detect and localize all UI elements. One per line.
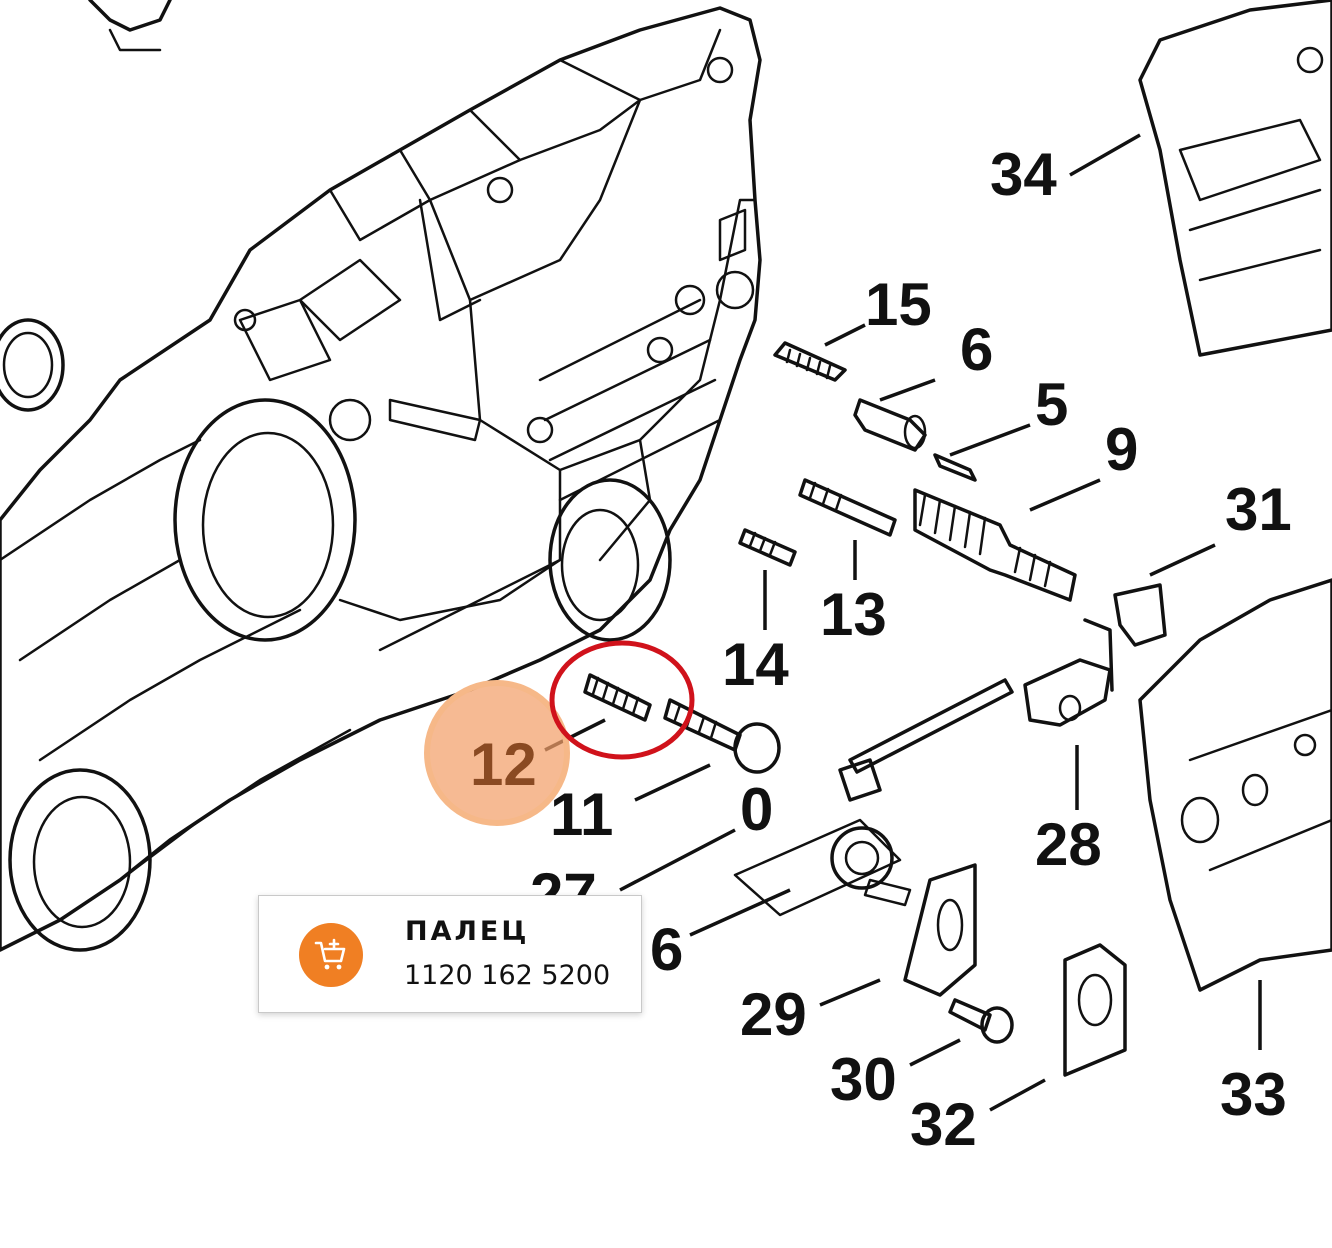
part-11-screw: [663, 698, 781, 774]
part-number: 1120 162 5200: [404, 960, 611, 991]
label-28[interactable]: 28: [1035, 811, 1102, 878]
part-31-clip: [1113, 583, 1167, 647]
guide-plate-34: [1138, 0, 1332, 357]
guide-plate-33: [1138, 578, 1332, 992]
label-29[interactable]: 29: [740, 981, 807, 1048]
label-30[interactable]: 30: [830, 1046, 897, 1113]
part-32-block: [1063, 943, 1127, 1077]
part-28-plate: [1023, 618, 1114, 727]
cart-plus-icon: [314, 938, 346, 970]
label-15[interactable]: 15: [865, 271, 932, 338]
selection-ring: [549, 640, 695, 760]
label-31[interactable]: 31: [1225, 476, 1292, 543]
part-9-tensioner: [913, 488, 1077, 602]
label-14[interactable]: 14: [722, 631, 789, 698]
label-13[interactable]: 13: [820, 581, 887, 648]
part-gear: [830, 826, 912, 907]
label-33[interactable]: 33: [1220, 1061, 1287, 1128]
label-6[interactable]: 6: [960, 316, 993, 383]
label-12[interactable]: 12: [470, 731, 537, 798]
part-name: ПАЛЕЦ: [405, 916, 530, 947]
part-30-screw: [948, 998, 1014, 1044]
label-32[interactable]: 32: [910, 1091, 977, 1158]
part-29-bracket: [903, 863, 977, 997]
part-14-stud: [738, 528, 797, 567]
add-to-cart-button[interactable]: [299, 923, 363, 987]
label-9[interactable]: 9: [1105, 416, 1138, 483]
part-12-pin: [583, 673, 652, 722]
part-13-stud: [798, 478, 897, 537]
label-6-lower[interactable]: 6: [650, 916, 683, 983]
o-ring-left: [0, 318, 65, 412]
label-5[interactable]: 5: [1035, 371, 1068, 438]
label-11[interactable]: 11: [550, 781, 613, 848]
part-info-popup: ПАЛЕЦ 1120 162 5200: [258, 895, 642, 1013]
part-5-pin: [933, 453, 977, 482]
part-6-sleeve: [853, 398, 927, 452]
part-labels: 34 15 6 5 9 31 13 14 11 0 27 6 28 29 30 …: [530, 141, 1292, 1158]
selected-part-highlight: 12: [424, 640, 695, 826]
crankcase-housing: [0, 6, 762, 952]
label-0[interactable]: 0: [740, 776, 773, 843]
highlight-marker-12[interactable]: [424, 680, 570, 826]
label-34[interactable]: 34: [990, 141, 1057, 208]
part-15-spring: [773, 341, 847, 382]
top-left-part: [88, 0, 172, 52]
leader-lines: [544, 133, 1262, 1112]
